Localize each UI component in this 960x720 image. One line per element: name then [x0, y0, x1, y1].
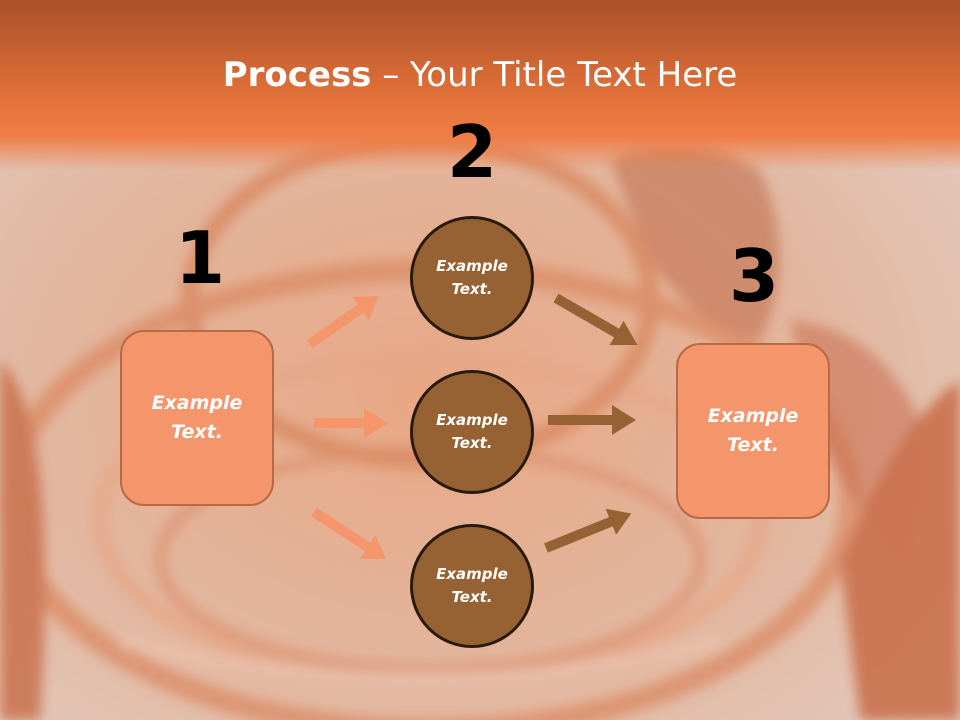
process-circle-2: Example Text. — [410, 370, 534, 494]
arrow-box1-to-circle3 — [311, 507, 387, 559]
arrow-box1-to-circle2 — [314, 408, 388, 438]
title-rest: – Your Title Text Here — [371, 55, 738, 95]
arrow-circle3-to-box3 — [544, 508, 632, 553]
arrow-box1-to-circle1 — [307, 295, 379, 349]
step-number-3: 3 — [728, 234, 780, 318]
step-number-2: 2 — [446, 110, 498, 194]
process-circle-2-text: Example Text. — [436, 411, 508, 452]
process-circle-3: Example Text. — [410, 524, 534, 648]
process-circle-1: Example Text. — [410, 216, 534, 340]
title-bold: Process — [222, 55, 372, 95]
arrow-circle2-to-box3 — [548, 405, 636, 435]
step-number-1: 1 — [174, 216, 226, 300]
slide-title: Process – Your Title Text Here — [0, 52, 960, 98]
process-circle-3-text: Example Text. — [436, 565, 508, 606]
step-box-3: Example Text. — [676, 343, 830, 519]
process-circle-1-text: Example Text. — [436, 257, 508, 298]
arrow-circle1-to-box3 — [553, 293, 638, 346]
step-box-1: Example Text. — [120, 330, 274, 506]
step-box-1-text: Example Text. — [151, 392, 243, 443]
step-box-3-text: Example Text. — [707, 405, 799, 456]
